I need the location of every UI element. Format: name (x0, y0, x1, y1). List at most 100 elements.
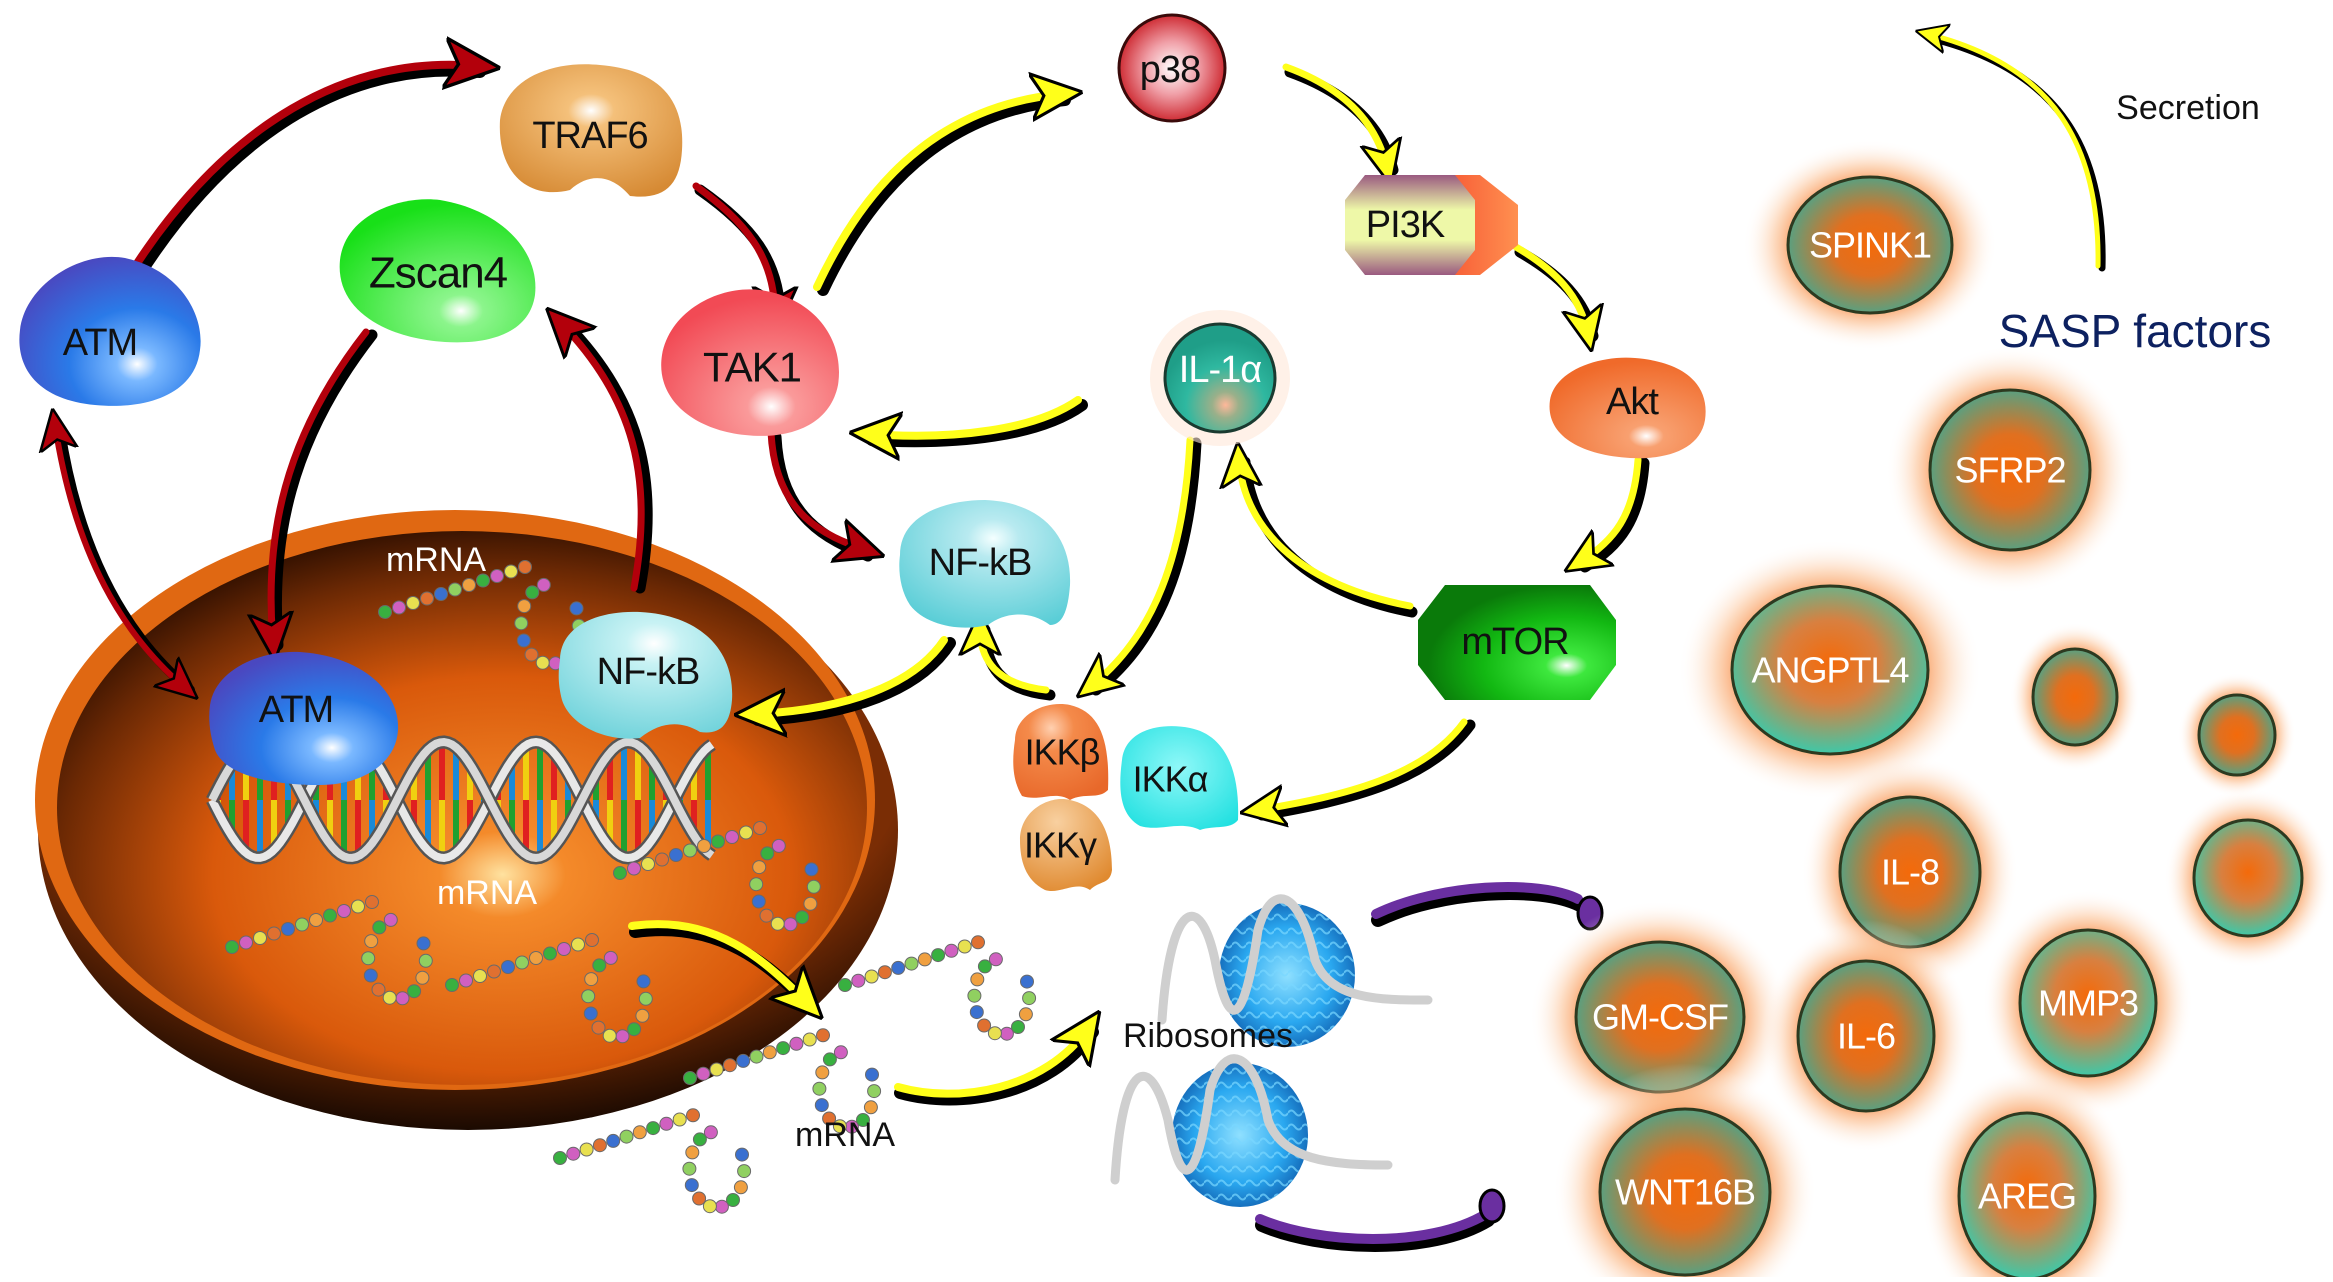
node-ikka[interactable]: IKKα (1120, 726, 1239, 830)
node-ikkb[interactable]: IKKβ (1013, 704, 1109, 800)
mrna-bead (602, 1028, 617, 1043)
mrna-bead (832, 1119, 847, 1134)
node-akt[interactable]: Akt (1549, 357, 1706, 459)
mrna-strand (683, 1028, 882, 1134)
arrow-tak1-to-p38-shadow (817, 94, 1071, 296)
nfkb-nucleus-shape (558, 611, 733, 739)
mrna-bead (739, 825, 753, 840)
mrna-bead (753, 821, 767, 835)
mrna-bead (999, 1026, 1014, 1041)
mrna-bead (514, 616, 529, 631)
node-pi3k[interactable]: PI3K (1345, 175, 1518, 275)
mrna-label-nucleus-top: mRNA (386, 541, 486, 579)
mrna-bead (416, 936, 431, 951)
mrna-bead (504, 564, 518, 579)
mrna-bead (977, 1018, 992, 1033)
dna-backbone (208, 737, 715, 863)
mrna-label-cytoplasm: mRNA (795, 1116, 895, 1154)
sasp-factor-unlabeled-4[interactable] (2178, 673, 2296, 797)
arrow-p38-to-pi3k-shadow (1284, 66, 1399, 176)
mrna-bead (392, 600, 406, 615)
mrna-bead (867, 1084, 882, 1099)
mrna-bead (655, 852, 669, 867)
mrna-bead (641, 857, 655, 871)
ikkg-label: IKKγ (1024, 825, 1097, 866)
node-tak1[interactable]: TAK1 (661, 289, 840, 436)
mrna-bead (709, 1062, 724, 1077)
atm-nucleus-shape (209, 651, 399, 785)
node-traf6[interactable]: TRAF6 (499, 64, 683, 197)
mrna-bead (581, 989, 596, 1004)
sasp-bubble (2018, 928, 2158, 1078)
mrna-bead (804, 862, 819, 877)
sasp-factor-areg[interactable]: AREG (1921, 1067, 2133, 1282)
mrna-bead (749, 877, 764, 892)
sasp-factor-mmp3[interactable]: MMP3 (1982, 889, 2194, 1117)
mrna-bead (672, 1112, 687, 1127)
node-atm-nucleus[interactable]: ATM (209, 651, 399, 785)
mrna-bead (833, 1045, 848, 1060)
node-atm[interactable]: ATM (19, 256, 201, 406)
yellow-arrows (628, 34, 2106, 1106)
mrna-bead (669, 848, 683, 862)
mrna-bead (725, 830, 739, 844)
arrow-il1a-to-tak1 (870, 396, 1082, 436)
sasp-factor-il-6[interactable]: IL-6 (1760, 919, 1972, 1153)
mrna-bead (762, 1045, 777, 1060)
arrow-mrna-to-ribosomes (894, 1028, 1088, 1098)
arrow-pi3k-to-akt (1512, 243, 1588, 334)
arrow-mtor-to-ikk (1258, 718, 1468, 810)
node-ikkg[interactable]: IKKγ (1020, 799, 1112, 892)
arrow-il1a-to-tak1-shadow (866, 399, 1088, 448)
mrna-bead (566, 1146, 581, 1161)
mrna-bead (770, 916, 785, 931)
arrow-mrna-export (628, 920, 808, 1004)
mrna-bead (682, 1161, 697, 1176)
mrna-bead (476, 573, 490, 588)
mrna-bead (822, 1111, 837, 1126)
node-p38[interactable]: p38 (1117, 13, 1227, 123)
mrna-bead (686, 1108, 700, 1123)
mrna-bead (636, 974, 651, 989)
sasp-factor-angptl4[interactable]: ANGPTL4 (1678, 539, 1982, 801)
sasp-factor-label: WNT16B (1615, 1172, 1755, 1213)
mrna-bead (516, 633, 531, 648)
sasp-factor-sfrp2[interactable]: SFRP2 (1886, 346, 2134, 594)
node-mtor[interactable]: mTOR (1418, 585, 1616, 700)
mrna-bead (822, 1052, 837, 1067)
node-nfkb-nucleus[interactable]: NF-kB (558, 611, 733, 739)
nucleus-interior (57, 531, 867, 1085)
sasp-factor-wnt16b[interactable]: WNT16B (1553, 1063, 1817, 1282)
pi3k-shape (1345, 175, 1475, 275)
node-nfkb[interactable]: NF-kB (899, 500, 1071, 628)
mrna-bead (406, 596, 420, 610)
node-zscan4[interactable]: Zscan4 (339, 199, 536, 343)
mrna-bead (863, 1100, 878, 1115)
sasp-bubble (2031, 647, 2119, 747)
traf6-shape (499, 64, 683, 197)
sasp-factor-label: IL-8 (1881, 852, 1939, 893)
arrow-p38-to-pi3k (1282, 63, 1387, 168)
sasp-factor-unlabeled-3[interactable] (2009, 622, 2141, 772)
protein-chain (1255, 1213, 1495, 1252)
mrna-bead (395, 991, 410, 1006)
arrow-atm-to-traf6-shadow (119, 64, 486, 304)
nfkb-shape (899, 500, 1071, 628)
sasp-factor-unlabeled-6[interactable] (2164, 788, 2332, 968)
mrna-bead (752, 860, 767, 875)
mtor-label: mTOR (1461, 621, 1568, 663)
mrna-bead (749, 1049, 764, 1064)
sasp-factor-spink1[interactable]: SPINK1 (1742, 139, 1998, 351)
arrow-ikk-to-nfkb (980, 628, 1050, 694)
arrow-mtor-to-il1a (1239, 460, 1414, 610)
mrna-bead (659, 1116, 674, 1131)
protein-chain (1371, 882, 1583, 919)
mrna-bead (711, 834, 725, 849)
mrna-bead (615, 1029, 630, 1044)
mrna-bead (445, 978, 459, 992)
tak1-shape (661, 289, 840, 436)
node-il1a[interactable]: IL-1α (1150, 310, 1290, 446)
arrow-atm-bidirectional (55, 425, 185, 688)
p38-label: p38 (1140, 49, 1200, 91)
mrna-label-nucleus-bottom: mRNA (437, 874, 537, 912)
